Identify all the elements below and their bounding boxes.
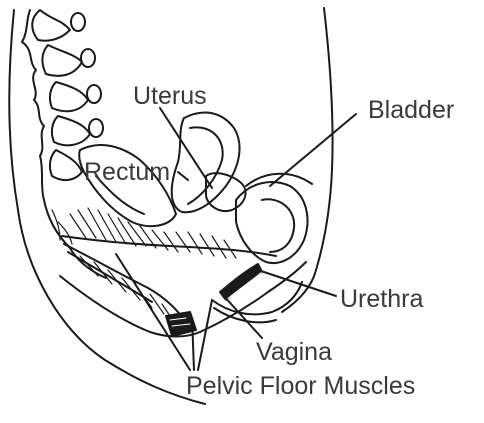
urethra-vagina-patch: [220, 264, 262, 300]
label-urethra: Urethra: [340, 287, 423, 312]
label-pelvic-floor-muscles: Pelvic Floor Muscles: [186, 374, 415, 399]
label-rectum: Rectum: [84, 160, 170, 185]
leader-pelvic-3: [198, 300, 212, 370]
label-uterus: Uterus: [133, 84, 207, 109]
spine: [22, 10, 106, 278]
abdomen-contour: [282, 8, 333, 312]
label-bladder: Bladder: [368, 98, 454, 123]
leader-bladder: [270, 114, 356, 186]
leader-rectum: [178, 172, 188, 180]
label-vagina: Vagina: [256, 340, 332, 365]
